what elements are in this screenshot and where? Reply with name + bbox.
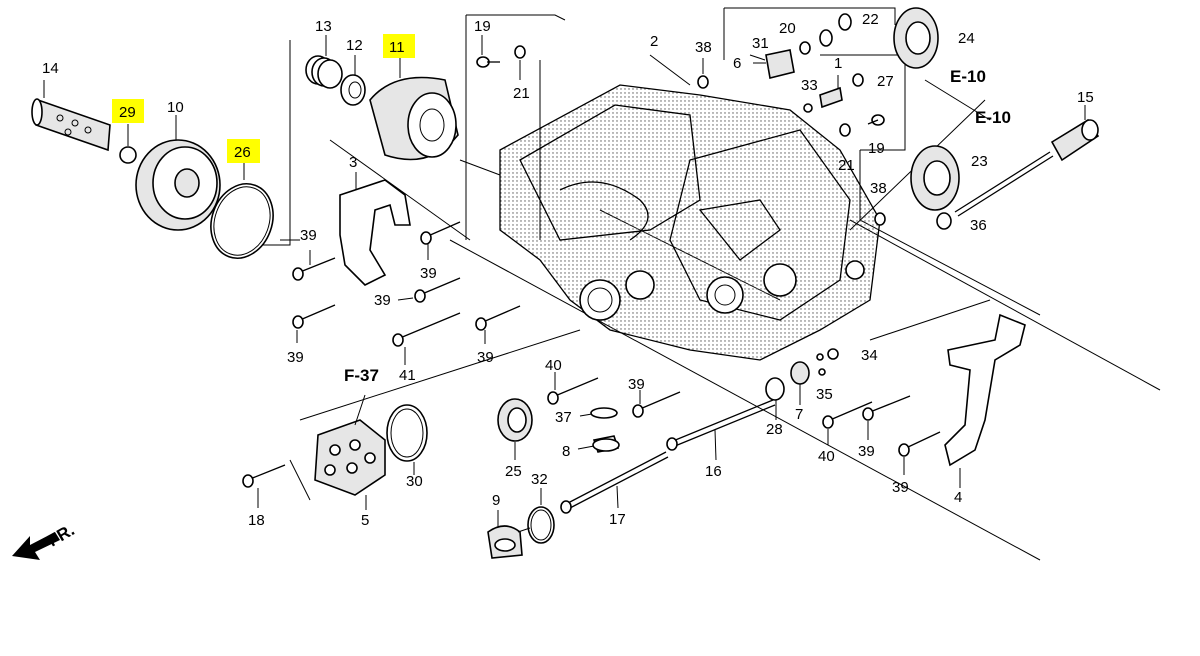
washer-part-21 (514, 45, 851, 137)
plug-part-9 (487, 510, 531, 559)
washer-part-36 (936, 212, 952, 230)
label-35: 35 (816, 386, 833, 403)
label-24: 24 (958, 30, 975, 47)
pump-wheel-part-10 (135, 115, 221, 231)
collar-part-6 (753, 49, 795, 79)
label-2: 2 (650, 33, 658, 50)
label-6: 6 (733, 55, 741, 72)
pump-housing-part-5 (314, 394, 386, 510)
ref-e10-upper: E-10 (950, 67, 986, 86)
oil-seal-part-25 (497, 398, 533, 460)
label-12: 12 (346, 37, 363, 54)
label-8: 8 (562, 443, 570, 460)
label-39b: 39 (420, 265, 437, 282)
washer-part-27 (852, 73, 864, 87)
highlight-11 (383, 34, 415, 58)
bearing-part-24 (893, 7, 939, 69)
label-4: 4 (954, 489, 962, 506)
label-28: 28 (766, 421, 783, 438)
dipstick-part-15 (954, 105, 1100, 217)
label-5: 5 (361, 512, 369, 529)
long-bolt-part-17 (560, 451, 669, 514)
label-18: 18 (248, 512, 265, 529)
label-33: 33 (801, 77, 818, 94)
label-23: 23 (971, 153, 988, 170)
highlight-29 (112, 99, 144, 123)
o-ring-part-29 (119, 124, 137, 164)
gasket-part-30 (386, 404, 428, 475)
strainer-part-14 (31, 80, 111, 152)
o-ring-part-28 (765, 377, 785, 420)
label-39d: 39 (287, 349, 304, 366)
label-19a: 19 (474, 18, 491, 35)
label-19b: 19 (868, 140, 885, 157)
label-39f: 39 (628, 376, 645, 393)
label-36: 36 (970, 217, 987, 234)
oil-filter-part-11 (369, 55, 459, 161)
bracket-part-4 (944, 313, 1026, 488)
label-41: 41 (399, 367, 416, 384)
label-27: 27 (877, 73, 894, 90)
label-1: 1 (834, 55, 842, 72)
front-label: FR. (45, 520, 78, 550)
label-39h: 39 (892, 479, 909, 496)
bolt-part-19 (476, 35, 885, 126)
part-number-labels: 14 29 10 26 13 12 11 3 39 39 39 39 41 39… (42, 11, 1094, 550)
sensor-part-7 (790, 353, 824, 405)
long-bolt-part-16 (666, 399, 776, 461)
bolt-part-41 (392, 312, 461, 365)
label-21a: 21 (513, 85, 530, 102)
bolts-part-39 (292, 221, 941, 475)
transmission-case (499, 84, 881, 361)
washer-part-12 (340, 55, 366, 106)
label-34: 34 (861, 347, 878, 364)
ref-e10-lower: E-10 (975, 108, 1011, 127)
label-9: 9 (492, 492, 500, 509)
label-3: 3 (349, 154, 357, 171)
label-13: 13 (315, 18, 332, 35)
ref-f37: F-37 (344, 366, 379, 385)
fitting-part-33 (803, 75, 843, 113)
washers-part-20-22-31 (799, 13, 852, 55)
label-10: 10 (167, 99, 184, 116)
label-29: 29 (119, 104, 136, 121)
label-26: 26 (234, 144, 251, 161)
spring-part-13 (305, 35, 343, 89)
bearing-part-23 (910, 145, 960, 211)
label-39g: 39 (858, 443, 875, 460)
label-32: 32 (531, 471, 548, 488)
label-39a: 39 (300, 227, 317, 244)
label-17: 17 (609, 511, 626, 528)
label-40b: 40 (818, 448, 835, 465)
label-39e: 39 (477, 349, 494, 366)
label-7: 7 (795, 406, 803, 423)
label-25: 25 (505, 463, 522, 480)
label-31: 31 (752, 35, 769, 52)
label-22: 22 (862, 11, 879, 28)
label-14: 14 (42, 60, 59, 77)
bracket-part-3 (339, 172, 411, 286)
label-38b: 38 (870, 180, 887, 197)
highlight-26 (227, 139, 260, 163)
label-40a: 40 (545, 357, 562, 374)
label-16: 16 (705, 463, 722, 480)
drain-plug-part-8 (577, 407, 620, 453)
label-38a: 38 (695, 39, 712, 56)
label-21b: 21 (838, 157, 855, 174)
front-direction-arrow (12, 532, 60, 560)
o-ring-part-32 (527, 488, 555, 544)
label-15: 15 (1077, 89, 1094, 106)
label-11: 11 (389, 39, 405, 56)
washer-part-34 (827, 348, 839, 360)
label-39c: 39 (374, 292, 391, 309)
dowel-pin-part-38 (697, 58, 886, 226)
bolt-part-18 (242, 464, 286, 508)
label-20: 20 (779, 20, 796, 37)
seal-ring-part-26 (210, 162, 274, 259)
seal-part-35 (818, 368, 826, 376)
label-37: 37 (555, 409, 572, 426)
bolts-part-40 (547, 372, 873, 445)
label-30: 30 (406, 473, 423, 490)
